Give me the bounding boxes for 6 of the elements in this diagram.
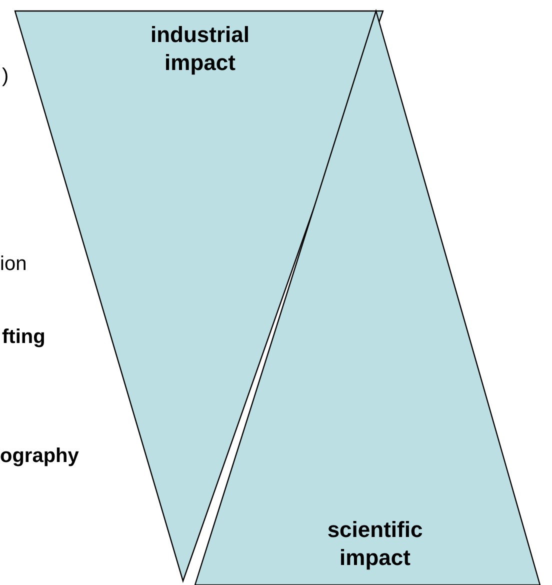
- triangle-label: scientific impact: [326, 516, 424, 572]
- text-label: ography: [0, 445, 79, 468]
- text-label: ): [2, 65, 9, 88]
- triangle-label: industrial impact: [149, 21, 250, 77]
- text-label: ion: [0, 253, 27, 276]
- text-label: fting: [2, 326, 46, 349]
